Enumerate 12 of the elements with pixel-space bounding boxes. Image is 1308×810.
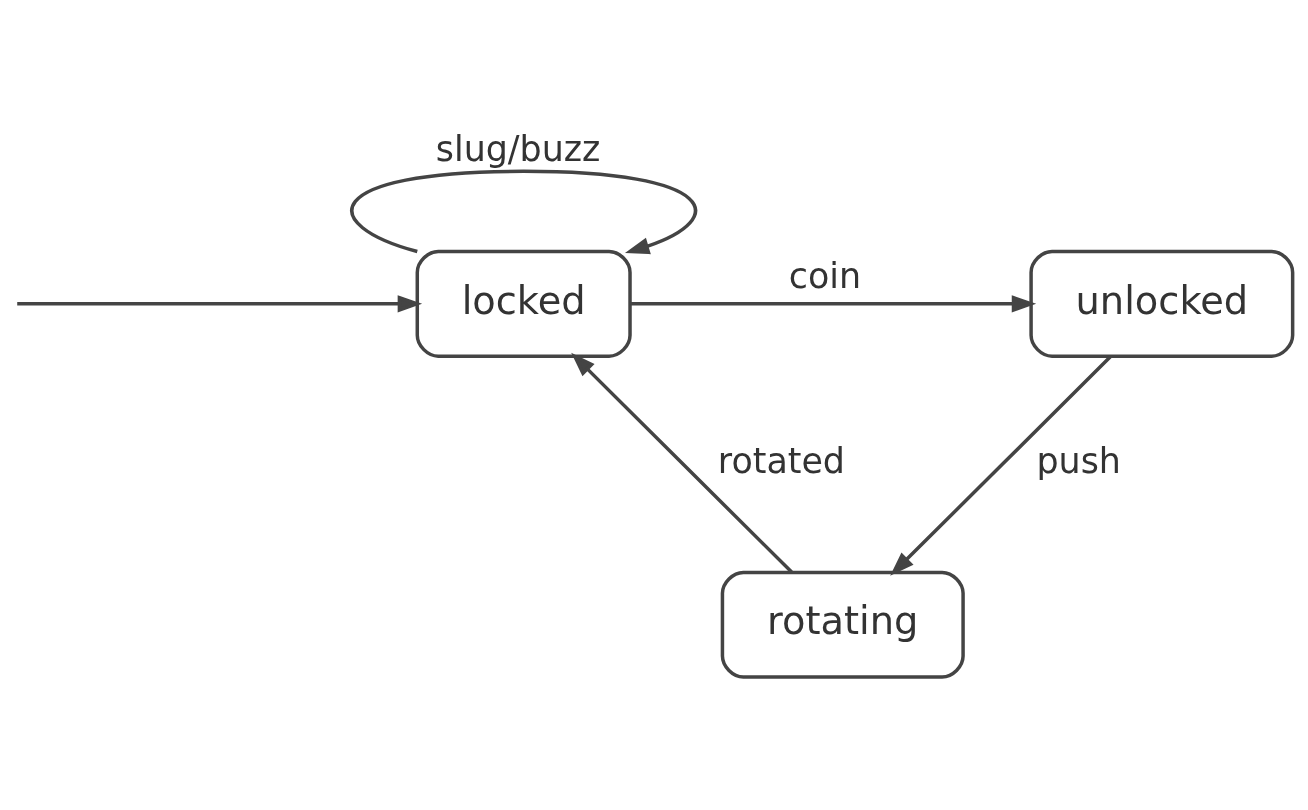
edge-label: push — [1036, 441, 1121, 482]
arrow — [17, 295, 423, 313]
edge-label: coin — [788, 256, 862, 297]
edge-label: slug/buzz — [435, 128, 601, 169]
node-box: locked — [415, 249, 632, 358]
arrow — [571, 352, 793, 574]
node-box: rotating — [720, 570, 965, 679]
arrow — [890, 355, 1112, 576]
edge-label: rotated — [717, 441, 845, 482]
arrow — [350, 169, 697, 255]
node-box: unlocked — [1029, 249, 1295, 358]
arrow — [630, 295, 1037, 313]
